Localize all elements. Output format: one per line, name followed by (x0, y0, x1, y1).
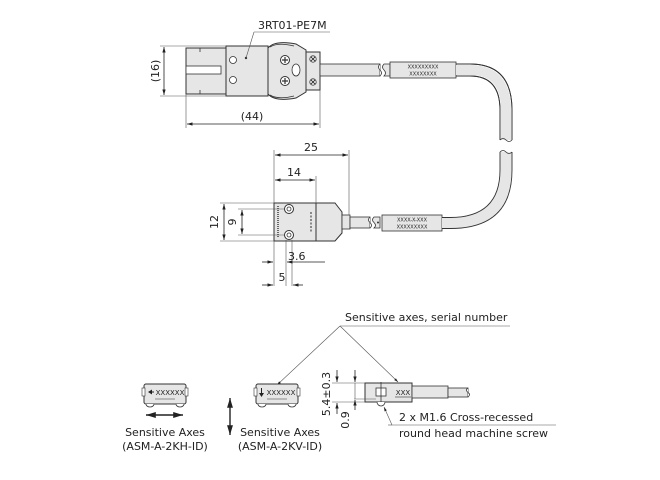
dim-length-44: (44) (241, 110, 264, 123)
dim-total-25: 25 (304, 141, 318, 154)
dim-hole-pitch-9: 9 (226, 219, 239, 226)
cable-mark-bottom-1: XXXX-X-XXX (397, 218, 428, 224)
side-serial-mark: XXX (396, 389, 411, 397)
cable-mark-top-1: XXXXXXXXX (408, 65, 439, 71)
dim-body-14: 14 (287, 166, 301, 179)
dim-side-offset: 0.9 (339, 411, 352, 429)
dim-screw-offset-3-6: 3.6 (288, 250, 306, 263)
connector-model-label: 3RT01-PE7M (258, 19, 327, 32)
variant-v-mark: XXXXXX (267, 389, 296, 397)
variant-vertical: XXXXXX Sensitive Axes (ASM-A-2KV-ID) (227, 383, 322, 453)
sensor-side-view: Sensitive axes, serial number XXX 5.4±0.… (276, 311, 556, 440)
sensitive-axes-callout: Sensitive axes, serial number (345, 311, 508, 324)
dim-height-16: (16) (149, 60, 162, 83)
variant-v-caption-2: (ASM-A-2KV-ID) (238, 440, 322, 453)
connector-top-view: XXXXXXXXX XXXXXXXX 3RT01-PE7M (16) (44) (149, 19, 513, 142)
screw-note-line1: 2 x M1.6 Cross-recessed (399, 411, 533, 424)
cable-mark-top-2: XXXXXXXX (409, 72, 437, 78)
sensor-top-view: XXXX-X-XXX XXXXXXXXX 25 14 12 9 3.6 (208, 141, 513, 287)
variant-h-caption-2: (ASM-A-2KH-ID) (122, 440, 208, 453)
variant-h-caption-1: Sensitive Axes (125, 426, 205, 439)
cable-mark-bottom-2: XXXXXXXXX (397, 225, 428, 231)
dim-height-12: 12 (208, 215, 221, 229)
dim-side-height: 5.4±0.3 (320, 372, 333, 416)
screw-note-line2: round head machine screw (399, 427, 548, 440)
variant-v-caption-1: Sensitive Axes (240, 426, 320, 439)
variant-horizontal: XXXXXX Sensitive Axes (ASM-A-2KH-ID) (122, 383, 208, 453)
variant-h-mark: XXXXXX (156, 389, 185, 397)
dim-screw-spacing-5: 5 (279, 271, 286, 284)
